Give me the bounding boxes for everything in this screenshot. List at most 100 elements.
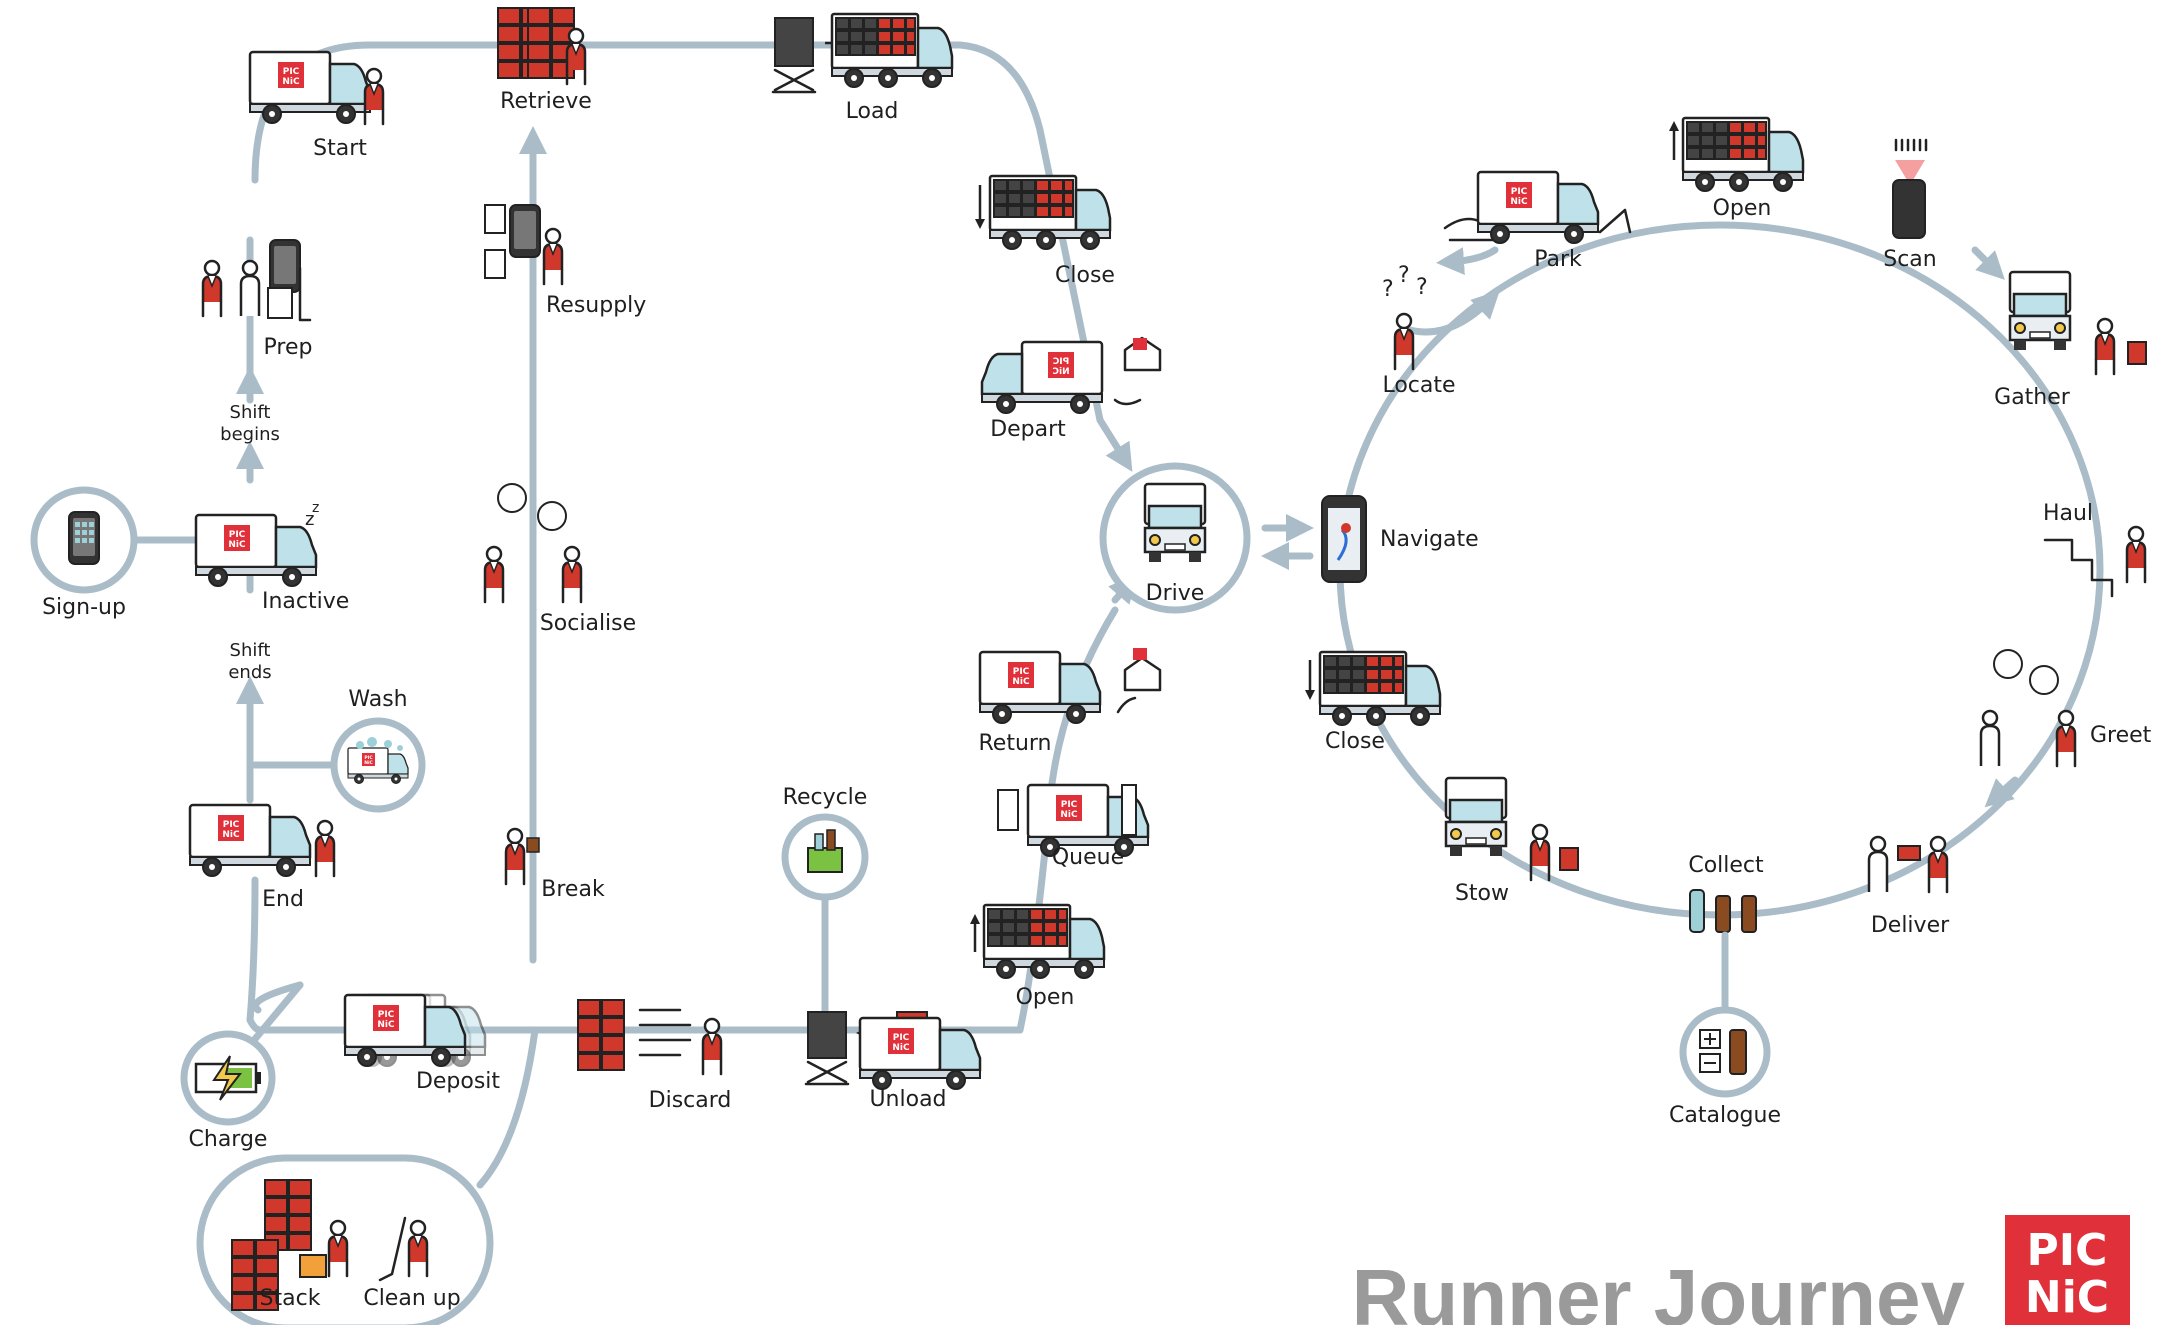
label-queue: Queue [1052, 845, 1124, 870]
inactive-node: z z Inactive [196, 500, 349, 614]
recycle-node: Recycle [783, 785, 868, 897]
runner-icon [544, 229, 562, 284]
truck-icon [345, 995, 465, 1066]
label-inactive: Inactive [262, 589, 349, 614]
question-icon: ? [1382, 277, 1394, 302]
recycle-bin-icon [808, 848, 842, 872]
runner-icon [703, 1019, 721, 1074]
logo-text-1: PIC [2027, 1225, 2108, 1276]
start-node: Start [250, 52, 383, 161]
navigate-node: Navigate [1322, 496, 1479, 582]
label-shift-begins-1: Shift [230, 402, 271, 423]
label-retrieve: Retrieve [500, 89, 592, 114]
break-node: Break [506, 829, 605, 902]
load-node: Load [773, 14, 952, 124]
label-open-hub: Open [1016, 985, 1075, 1010]
runner-icon [485, 547, 503, 602]
catalogue-node: Catalogue [1669, 1010, 1781, 1128]
water-bottle-icon [1690, 890, 1704, 932]
truck-icon [196, 515, 316, 586]
label-depart: Depart [990, 417, 1066, 442]
deposit-node: Deposit [345, 995, 500, 1094]
runner-icon [1395, 314, 1413, 369]
gather-node: Gather [1994, 272, 2146, 410]
truck-icon [1683, 118, 1803, 191]
clipboard-icon [268, 288, 292, 318]
speech-icon [1994, 650, 2022, 678]
label-break: Break [541, 877, 605, 902]
crate-stack-icon [578, 1000, 624, 1070]
signup-node: Sign-up [34, 490, 134, 620]
svg-text:?: ? [1398, 263, 1410, 288]
label-deliver: Deliver [1871, 913, 1950, 938]
crates-icon [775, 18, 813, 66]
runner-icon [506, 829, 524, 884]
clipboard-icon [485, 205, 505, 233]
label-close-hub: Close [1055, 263, 1115, 288]
truck-icon [190, 805, 310, 876]
scan-node: Scan [1883, 140, 1937, 272]
label-resupply: Resupply [546, 293, 646, 318]
person-icon [241, 261, 259, 316]
jacket-icon [203, 261, 221, 316]
label-shift-ends-2: ends [228, 662, 271, 683]
truck-icon [990, 176, 1110, 249]
phone-icon [270, 240, 300, 292]
truck-icon [1478, 172, 1598, 243]
runner-icon [2057, 711, 2075, 766]
truck-icon [832, 14, 952, 87]
truck-icon [982, 342, 1102, 413]
discard-node: Discard [578, 1000, 731, 1113]
barcode-icon [1896, 140, 1926, 150]
scanner-icon [1893, 180, 1925, 238]
crates-icon [808, 1012, 846, 1058]
label-shift-ends-1: Shift [230, 640, 271, 661]
label-end: End [262, 887, 304, 912]
logo-text-2: NiC [2025, 1272, 2109, 1323]
label-drive: Drive [1146, 581, 1205, 606]
stack-cleanup-node: Stack Clean up [200, 1158, 490, 1325]
deliver-node: Deliver [1869, 837, 1950, 938]
truck-icon [984, 905, 1104, 978]
label-signup: Sign-up [42, 595, 126, 620]
label-clean-up: Clean up [363, 1286, 460, 1311]
truck-icon [1320, 652, 1440, 725]
runner-icon [2096, 319, 2114, 374]
label-start: Start [313, 136, 367, 161]
label-load: Load [846, 99, 899, 124]
stow-node: Stow [1446, 778, 1578, 906]
label-collect: Collect [1688, 853, 1764, 878]
runner-icon [365, 69, 383, 124]
truck-front-icon [2010, 272, 2070, 350]
speech-icon [498, 484, 526, 512]
truck-icon [250, 52, 370, 123]
end-node: End [190, 805, 334, 912]
label-stack: Stack [260, 1286, 321, 1311]
label-close-customer: Close [1325, 729, 1385, 754]
resupply-node: Resupply [485, 205, 646, 318]
collect-node: Collect [1688, 853, 1764, 932]
bottle-icon [1716, 896, 1730, 932]
label-catalogue: Catalogue [1669, 1103, 1781, 1128]
hub-loop-left-lower [250, 880, 255, 1020]
label-gather: Gather [1994, 385, 2071, 410]
prep-node: Prep [203, 240, 312, 360]
bottle-icon [1730, 1030, 1746, 1074]
label-shift-begins-2: begins [220, 424, 280, 445]
label-charge: Charge [189, 1127, 268, 1152]
house-icon [1125, 658, 1160, 690]
socialise-node: Socialise [485, 484, 636, 636]
label-scan: Scan [1883, 247, 1937, 272]
label-park: Park [1534, 247, 1582, 272]
svg-text:z: z [312, 500, 319, 516]
food-icon [527, 838, 539, 852]
picnic-logo: PIC NiC [2005, 1215, 2130, 1325]
label-stow: Stow [1455, 881, 1509, 906]
label-open-customer: Open [1713, 196, 1772, 221]
runner-icon [316, 821, 334, 876]
label-socialise: Socialise [540, 611, 636, 636]
close-hub-node: Close [975, 176, 1115, 288]
label-recycle: Recycle [783, 785, 868, 810]
truck-front-icon [1145, 484, 1205, 562]
label-haul: Haul [2043, 501, 2093, 526]
